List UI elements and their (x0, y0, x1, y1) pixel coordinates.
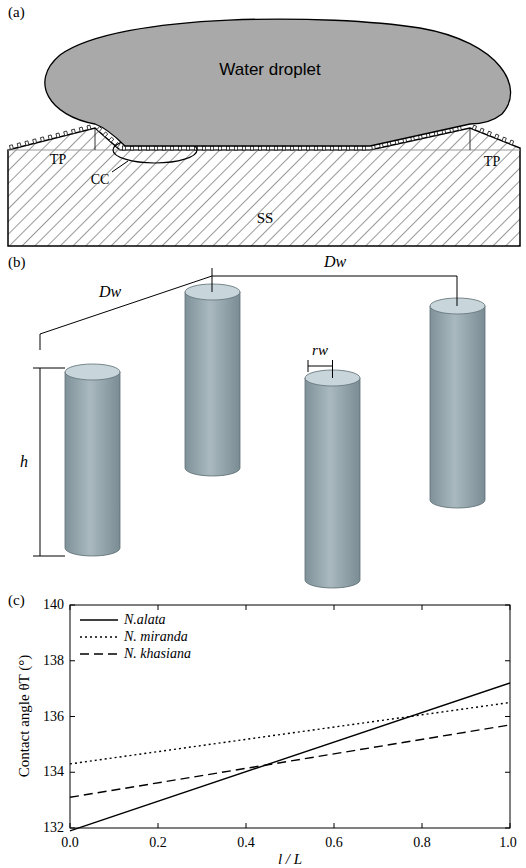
pillar (87, 125, 91, 130)
pillar (103, 132, 108, 137)
tick-label: 0.6 (325, 836, 343, 850)
region-label: SS (257, 211, 274, 226)
pillar (495, 134, 499, 139)
leader-line (112, 161, 128, 172)
tick (505, 716, 510, 717)
dimension-label: rw (312, 343, 328, 358)
khasiana-line (70, 725, 510, 797)
tick (158, 605, 159, 610)
tick-label: 0.2 (149, 836, 167, 850)
pillar (40, 137, 44, 142)
panel-label: (a) (8, 5, 25, 20)
droplet-outline (30, 10, 525, 150)
tick-label: 0.4 (237, 836, 255, 850)
pillar (9, 145, 13, 150)
region-label: CC (91, 173, 110, 187)
data-lines (70, 683, 510, 831)
tick (70, 660, 75, 661)
droplet-label: Water droplet (219, 60, 320, 80)
tick (70, 828, 75, 829)
tick-label: 0.8 (413, 836, 431, 850)
tick-label: 138 (43, 654, 64, 668)
region-label: TP (50, 153, 66, 167)
axis-title: l / L (278, 852, 302, 867)
pillar (17, 143, 21, 148)
tick (70, 772, 75, 773)
interface-line (8, 150, 520, 151)
legend-text: N. khasiana (124, 647, 191, 661)
pillar (71, 129, 75, 134)
droplet-shape (45, 19, 511, 146)
tp-boundary (470, 128, 471, 150)
miranda-line (70, 703, 510, 764)
tick (505, 772, 510, 773)
tick (505, 660, 510, 661)
tick (70, 716, 75, 717)
tick (505, 605, 510, 606)
pillar (33, 139, 37, 144)
tick-label: 1.0 (499, 836, 517, 850)
tick (510, 605, 511, 610)
legend-text: N.alata (124, 613, 166, 627)
tick (246, 605, 247, 610)
legend-sample (80, 636, 118, 637)
tick (422, 823, 423, 828)
pillar (472, 125, 476, 130)
tick-label: 136 (43, 710, 64, 724)
tick (422, 605, 423, 610)
axis-title: Contact angle θT (°) (17, 655, 32, 777)
tick-label: 140 (43, 598, 64, 612)
tick (334, 605, 335, 610)
tp-boundary (95, 128, 96, 150)
tick (246, 823, 247, 828)
tick (70, 605, 75, 606)
legend-samples (80, 620, 118, 654)
pillar (480, 128, 484, 133)
pillar (25, 141, 29, 146)
tick (505, 828, 510, 829)
water-droplet: Water droplet (30, 10, 525, 150)
pillar (79, 127, 83, 132)
pillar (48, 135, 52, 140)
legend-sample (80, 653, 118, 654)
dimension-label: Dw (324, 254, 346, 270)
panel-label: (b) (8, 255, 26, 270)
panel-label: (c) (8, 593, 25, 608)
pillar (109, 137, 114, 142)
pillar (64, 131, 68, 136)
cylinders (65, 284, 485, 588)
alata-line (70, 683, 510, 831)
tick-label: 134 (43, 765, 64, 779)
tick (70, 823, 71, 828)
tick-label: 132 (43, 821, 64, 835)
tick (70, 605, 71, 610)
tick (510, 823, 511, 828)
legend-sample (80, 619, 118, 620)
legend-text: N. miranda (124, 630, 188, 644)
region-label: TP (484, 155, 500, 169)
plot-frame (70, 605, 510, 828)
pillar (509, 140, 513, 145)
pillar (502, 137, 506, 142)
tick-label: 0.0 (61, 836, 79, 850)
dimension-lines (33, 268, 457, 556)
pillar (56, 133, 60, 138)
tick (334, 823, 335, 828)
dimension-label: Dw (99, 284, 121, 300)
pillar (487, 131, 491, 136)
dimension-label: h (20, 454, 28, 470)
tick (158, 823, 159, 828)
